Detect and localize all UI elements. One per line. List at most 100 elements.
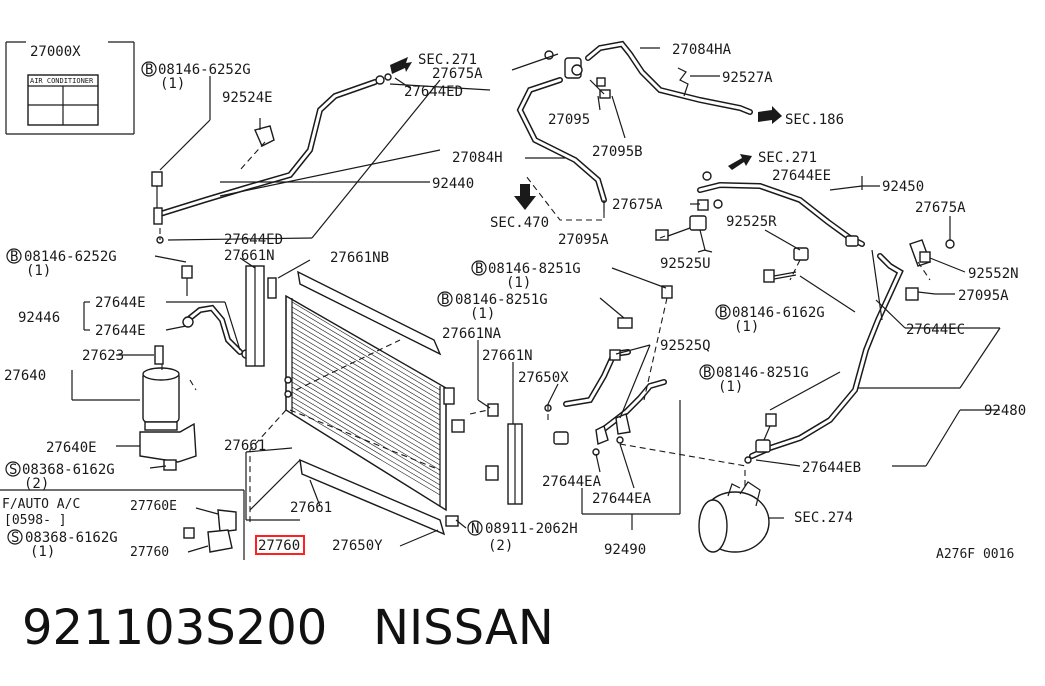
- label-92446: 92446: [18, 310, 60, 326]
- label-27084H: 27084H: [452, 150, 503, 166]
- label-27650Y: 27650Y: [332, 538, 383, 554]
- seal-27661NA: [487, 403, 499, 417]
- svg-text:S: S: [11, 530, 19, 546]
- bolt-08146-6162G: [763, 269, 797, 283]
- arrow-sec271-right: [728, 154, 752, 170]
- clip-92525R: [789, 247, 809, 281]
- label-27661N-mid: 27661N: [482, 348, 533, 364]
- svg-text:08368-6162G: 08368-6162G: [22, 462, 115, 478]
- label-27095B: 27095B: [592, 144, 643, 160]
- svg-text:B: B: [719, 305, 727, 321]
- label-92524E: 92524E: [222, 90, 273, 106]
- sec271-top-label: SEC.271: [418, 52, 477, 68]
- label-27644EA-1: 27644EA: [542, 474, 602, 490]
- condenser-fin: [291, 401, 441, 491]
- sec470-label: SEC.470: [490, 215, 549, 231]
- sec271-right-label: SEC.271: [758, 150, 817, 166]
- label-27644EC: 27644EC: [906, 322, 965, 338]
- condenser-fin: [291, 356, 441, 446]
- label-92490: 92490: [604, 542, 646, 558]
- condenser-fin: [291, 366, 441, 456]
- kit-part-number: 27000X: [30, 44, 81, 60]
- label-27760-highlight: 27760: [258, 538, 300, 554]
- svg-text:B: B: [475, 261, 483, 277]
- label-27661-left: 27661: [224, 438, 266, 454]
- bracket-27760E: [217, 509, 237, 533]
- inset-part-27760E: 27760E: [130, 499, 177, 514]
- bracket-92552N: [905, 239, 955, 301]
- label-27675A-right: 27675A: [915, 200, 966, 216]
- sec186-label: SEC.186: [785, 112, 844, 128]
- svg-text:(2): (2): [488, 538, 513, 554]
- bracket-27640E: [139, 422, 197, 471]
- fittings-mid: [655, 199, 723, 253]
- svg-text:08146-6162G: 08146-6162G: [732, 305, 825, 321]
- svg-text:(1): (1): [26, 263, 51, 279]
- label-27644ED-top: 27644ED: [404, 84, 463, 100]
- parts-diagram: 27000X AIR CONDITIONER SEC.271 SEC.186: [0, 40, 1026, 562]
- bolt-label-b4: B 08146-8251G (1): [437, 291, 548, 322]
- clip-92524E: [239, 125, 275, 171]
- label-27623: 27623: [82, 348, 124, 364]
- condenser-fin: [291, 331, 441, 421]
- condenser-fin: [291, 381, 441, 471]
- label-27661NB: 27661NB: [330, 250, 389, 266]
- o-ring-27644EE: [702, 171, 712, 181]
- label-27675A-top: 27675A: [432, 66, 483, 82]
- svg-text:(2): (2): [24, 476, 49, 492]
- arrow-sec271-top: [390, 57, 412, 74]
- label-27095: 27095: [548, 112, 590, 128]
- kit-box: 27000X AIR CONDITIONER: [5, 41, 135, 135]
- inset-box: F/AUTO A/C [0598- ] 27760E 27760: [0, 489, 245, 560]
- label-27661N-left: 27661N: [224, 248, 275, 264]
- condenser-fin: [291, 361, 441, 451]
- condenser-fin: [291, 376, 441, 466]
- inset-part-27760: 27760: [130, 545, 169, 560]
- condenser-fin: [291, 316, 441, 406]
- label-27661-bottom: 27661: [290, 500, 332, 516]
- seal-27661NB: [267, 277, 277, 299]
- label-27650X: 27650X: [518, 370, 569, 386]
- compressor: [698, 456, 770, 553]
- bolt-label-b5: B 08146-6162G (1): [715, 304, 825, 335]
- label-27675A-mid: 27675A: [612, 197, 663, 213]
- label-27084HA: 27084HA: [672, 42, 732, 58]
- condenser-fin: [291, 351, 441, 441]
- condenser-fin: [291, 396, 441, 486]
- condenser-fin: [291, 391, 441, 481]
- svg-text:08146-8251G: 08146-8251G: [716, 365, 809, 381]
- svg-text:08368-6162G: 08368-6162G: [25, 530, 118, 546]
- label-27640: 27640: [4, 368, 46, 384]
- svg-text:08146-6252G: 08146-6252G: [158, 62, 251, 78]
- kit-label-text: AIR CONDITIONER: [30, 77, 94, 85]
- arrow-sec186: [758, 106, 782, 124]
- label-92450: 92450: [882, 179, 924, 195]
- caption-part-number-brand: 921103S200 NISSAN: [22, 600, 554, 656]
- svg-text:B: B: [145, 62, 153, 78]
- arrow-sec470: [514, 184, 536, 210]
- bolt-left-top: [151, 171, 164, 244]
- label-92480: 92480: [984, 403, 1026, 419]
- condenser-fin: [291, 341, 441, 431]
- bracket-small: [485, 465, 499, 481]
- condenser-fin: [291, 301, 441, 391]
- high-pressure-pipe-92440: [157, 73, 392, 217]
- svg-text:08911-2062H: 08911-2062H: [485, 521, 578, 537]
- condenser-fin: [291, 406, 441, 496]
- leader-lines: [71, 47, 1001, 547]
- bolt-08146-8251G-right: [755, 413, 777, 453]
- svg-text:B: B: [10, 249, 18, 265]
- label-27644EE: 27644EE: [772, 168, 831, 184]
- bolt-label-b6: B 08146-8251G (1): [699, 364, 809, 395]
- svg-text:N: N: [471, 521, 479, 537]
- svg-text:B: B: [441, 292, 449, 308]
- clip-92527A: [677, 67, 689, 97]
- bolt-label-s1: S 08368-6162G (2): [5, 461, 115, 492]
- part-highlight-box: [255, 535, 305, 555]
- fitting-27675A-top: [544, 50, 611, 99]
- bolt-label-n1: N 08911-2062H (2): [467, 520, 578, 554]
- label-27095A-right: 27095A: [958, 288, 1009, 304]
- svg-text:B: B: [703, 365, 711, 381]
- label-27644ED-mid: 27644ED: [224, 232, 283, 248]
- label-27640E: 27640E: [46, 440, 97, 456]
